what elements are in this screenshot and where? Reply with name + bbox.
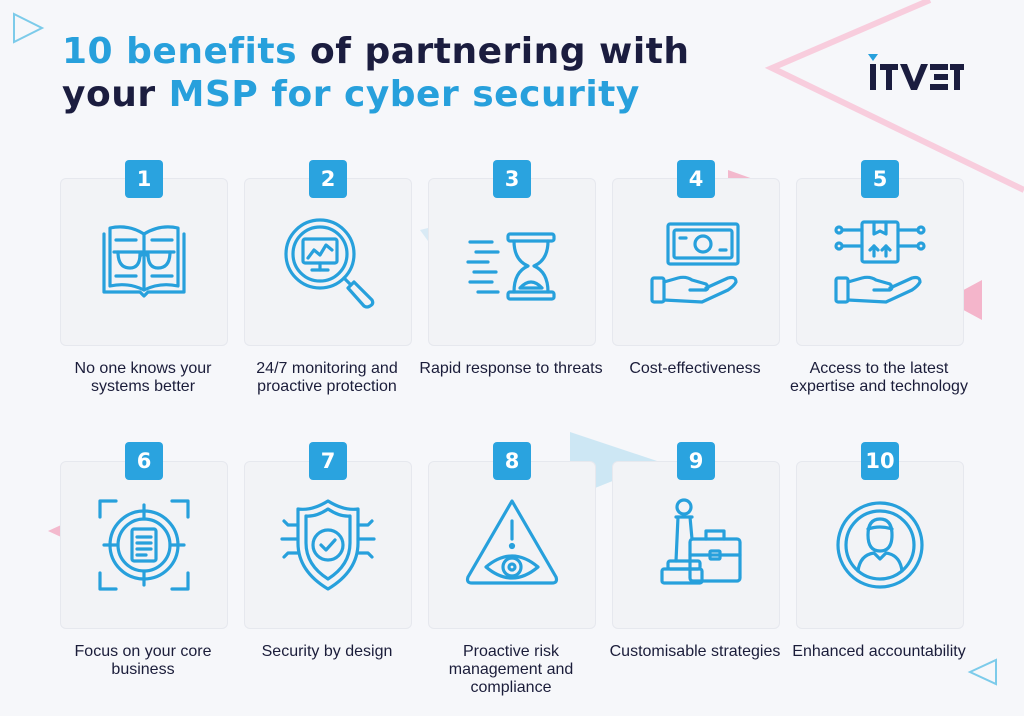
benefit-card-5 (796, 178, 964, 346)
user-circle-icon (830, 495, 930, 595)
hourglass-icon (462, 212, 562, 312)
number-badge: 2 (309, 160, 347, 198)
title-text: of partnering with (297, 31, 690, 72)
number-badge: 1 (125, 160, 163, 198)
benefit-card-7 (244, 461, 412, 629)
number-badge: 9 (677, 442, 715, 480)
benefit-card-2 (244, 178, 412, 346)
book-glasses-icon (94, 212, 194, 312)
number-badge: 8 (493, 442, 531, 480)
benefit-card-9 (612, 461, 780, 629)
benefit-label: Enhanced accountability (792, 643, 966, 660)
target-document-icon (94, 495, 194, 595)
benefit-label: Customisable strategies (609, 643, 781, 660)
warning-eye-icon (462, 495, 562, 595)
number-badge: 6 (125, 442, 163, 480)
hand-package-icon (830, 212, 930, 312)
triangle-outline-bottom-right (967, 658, 997, 686)
magnifier-monitor-icon (278, 212, 378, 312)
pink-chevron-line (764, 0, 1024, 193)
benefit-card-10 (796, 461, 964, 629)
benefit-label: Cost-effectiveness (629, 360, 761, 377)
benefit-label: Proactive risk management and compliance (448, 643, 574, 696)
chess-briefcase-icon (646, 495, 746, 595)
number-badge: 3 (493, 160, 531, 198)
hand-money-icon (646, 212, 746, 312)
benefit-label: Security by design (261, 643, 393, 660)
benefit-label: Access to the latest expertise and techn… (790, 360, 968, 395)
benefit-label: No one knows your systems better (74, 360, 212, 395)
benefit-label: Rapid response to threats (419, 360, 603, 377)
benefit-label: 24/7 monitoring and proactive protection (256, 360, 398, 395)
benefit-card-6 (60, 461, 228, 629)
number-badge: 5 (861, 160, 899, 198)
brand-logo (868, 52, 964, 92)
page-title: 10 benefits of partnering with your MSP … (62, 30, 690, 116)
shield-check-icon (278, 495, 378, 595)
triangle-outline-top-left (13, 12, 45, 44)
benefit-card-8 (428, 461, 596, 629)
title-highlight: 10 benefits (62, 31, 297, 72)
benefit-label: Focus on your core business (74, 643, 212, 678)
title-highlight: MSP for cyber security (168, 74, 640, 115)
title-text: your (62, 74, 169, 115)
benefit-card-4 (612, 178, 780, 346)
number-badge: 7 (309, 442, 347, 480)
benefit-card-1 (60, 178, 228, 346)
number-badge: 10 (861, 442, 899, 480)
benefit-card-3 (428, 178, 596, 346)
number-badge: 4 (677, 160, 715, 198)
